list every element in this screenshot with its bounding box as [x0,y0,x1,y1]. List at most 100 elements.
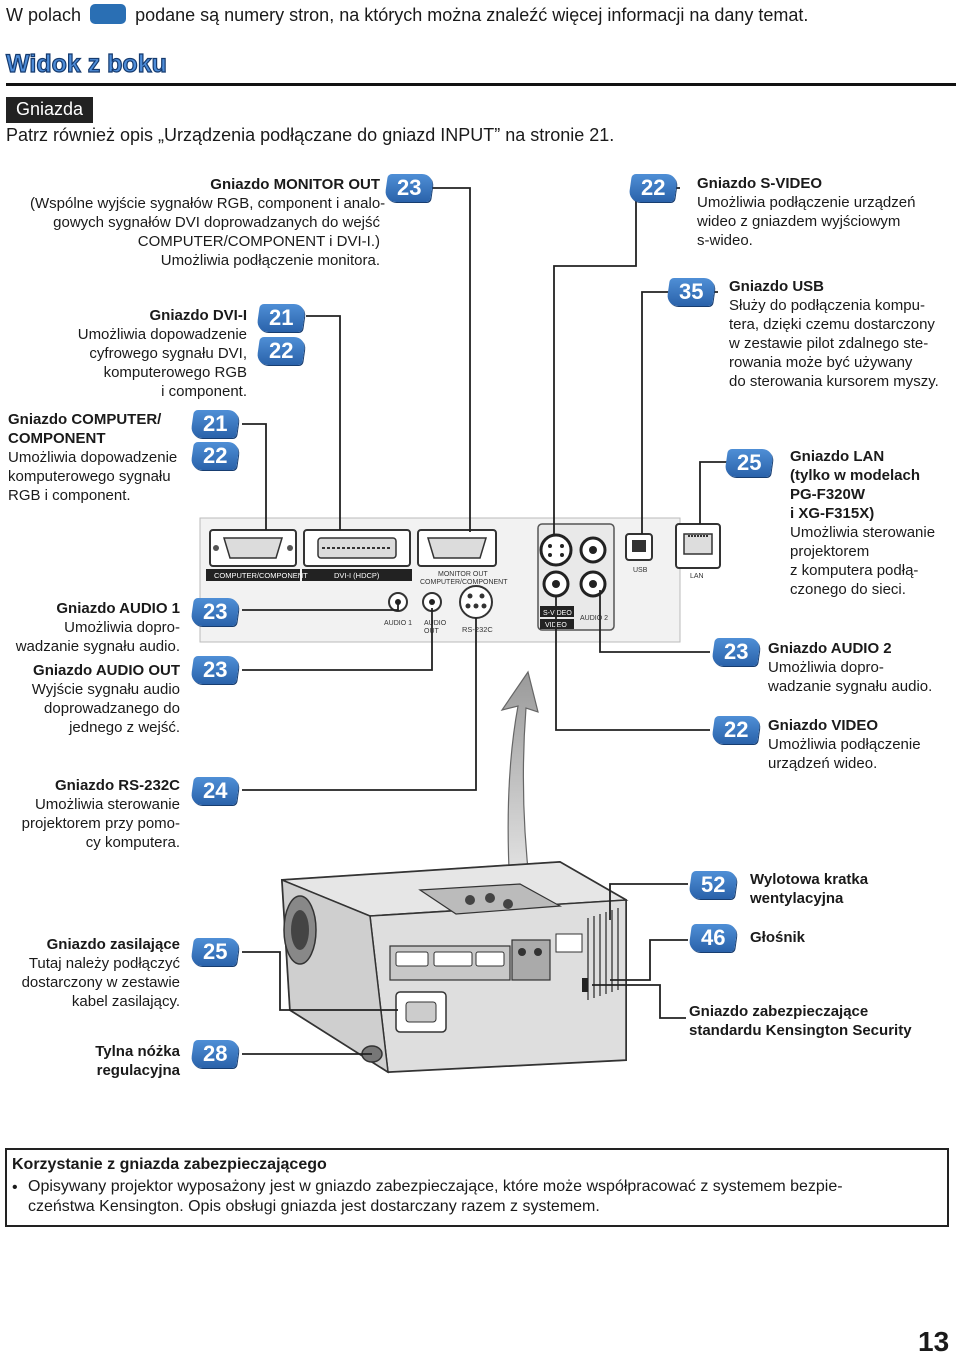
label-usb-line: tera, dzięki czemu dostarczony [729,316,935,333]
label-vent-title: Wylotowa kratka [750,871,869,888]
panel-label-audio1: AUDIO 1 [384,620,412,627]
label-lan-title: i XG-F315X) [790,505,875,522]
label-audio2-line: Umożliwia dopro- [768,659,884,676]
label-lan-line: Umożliwia sterowanie [790,524,936,541]
label-audio1-line: wadzanie sygnału audio. [15,638,180,655]
page-badge-monitor-out: 23 [384,174,434,202]
svideo-port [539,533,573,567]
page-number: 13 [918,1326,950,1357]
label-video-line: urządzeń wideo. [768,755,878,772]
label-audio2: Gniazdo AUDIO 2 Umożliwia dopro- wadzani… [768,639,953,696]
label-power-title: Gniazdo zasilające [46,936,180,953]
label-usb-line: Służy do podłączenia kompu- [729,297,925,314]
label-computer-component: Gniazdo COMPUTER/ COMPONENT Umożliwia do… [8,410,188,505]
page-badge-audio2: 23 [711,638,761,666]
label-svideo-line: s-wideo. [697,232,753,249]
label-audio-out-line: doprowadzanego do [44,700,180,717]
label-audio-out: Gniazdo AUDIO OUT Wyjście sygnału audio … [10,661,180,737]
label-speaker-title: Głośnik [750,929,806,946]
label-video-title: Gniazdo VIDEO [768,717,879,734]
section-title: Widok z boku [5,49,167,78]
panel-label-dvi: DVI-I (HDCP) [334,571,380,580]
label-lan-line: czonego do sieci. [790,581,906,598]
see-also-text: Patrz również opis „Urządzenia podłączan… [6,125,615,145]
note-box [5,1148,949,1227]
label-lan-title: Gniazdo LAN [790,448,885,465]
label-computer-component-title: COMPONENT [8,430,106,447]
label-dvi-i: Gniazdo DVI-I Umożliwia dopowadzenie cyf… [40,306,247,401]
label-usb-line: do sterowania kursorem myszy. [729,373,939,390]
label-lan-line: z komputera podłą- [790,562,919,579]
label-rs232c-line: cy komputera. [85,834,180,851]
label-svideo-line: wideo z gniazdem wyjściowym [697,213,901,230]
page-badge-dvi-i-1: 21 [256,304,306,332]
bullet-icon: • [12,1179,18,1196]
intro-text-after: podane są numery stron, na których można… [135,5,809,25]
label-power-line: Tutaj należy podłączyć [28,955,180,972]
label-power-line: kabel zasilający. [71,993,180,1010]
page-badge-speaker: 46 [688,924,738,952]
label-video-line: Umożliwia podłączenie [768,736,921,753]
label-rs232c-line: Umożliwia sterowanie [34,796,180,813]
label-audio1-line: Umożliwia dopro- [64,619,180,636]
label-svideo-title: Gniazdo S-VIDEO [697,175,823,192]
panel-label-monitor-1: MONITOR OUT [438,571,488,578]
section-divider [6,83,956,86]
label-lan: Gniazdo LAN (tylko w modelach PG-F320W i… [790,447,955,599]
label-dvi-i-title: Gniazdo DVI-I [149,307,248,324]
note-line: Opisywany projektor wyposażony jest w gn… [28,1178,843,1195]
label-computer-component-line: RGB i component. [8,487,131,504]
page-badge-lan: 25 [724,449,774,477]
label-usb: Gniazdo USB Służy do podłączenia kompu- … [729,277,954,391]
subsection-badge: Gniazda [6,97,94,123]
panel-label-lan: LAN [690,573,704,580]
note-title: Korzystanie z gniazda zabezpieczającego [12,1156,327,1173]
label-svideo: Gniazdo S-VIDEO Umożliwia podłączenie ur… [697,174,947,250]
label-foot-title: Tylna nóżka [95,1043,180,1060]
label-svideo-line: Umożliwia podłączenie urządzeń [697,194,916,211]
page-badge-video: 22 [711,716,761,744]
label-dvi-i-line: cyfrowego sygnału DVI, [89,345,247,362]
label-speaker: Głośnik [750,928,950,947]
page-badge-audio1: 23 [190,598,240,626]
label-monitor-out-title: Gniazdo MONITOR OUT [210,176,380,193]
panel-label-svideo: S-VIDEO [543,610,572,617]
label-computer-component-line: komputerowego sygnału [8,468,171,485]
label-usb-line: w zestawie pilot zdalnego ste- [729,335,929,352]
page-badge-computer-1: 21 [190,410,240,438]
panel-label-computer: COMPUTER/COMPONENT [214,571,308,580]
label-monitor-out-line: (Wspólne wyjście sygnałów RGB, component… [30,195,386,212]
label-monitor-out-line: COMPUTER/COMPONENT i DVI-I.) [137,233,380,250]
projector-illustration: COMPUTER/COMPONENT DVI-I (HDCP) MONITOR … [199,187,770,1074]
label-foot-title: regulacyjna [96,1062,180,1079]
panel-label-audio2: AUDIO 2 [580,615,608,622]
rs232c-port [459,585,493,619]
label-usb-line: rowania może być używany [729,354,913,371]
label-monitor-out-line: Umożliwia podłączenie monitora. [160,252,380,269]
page-badge-svideo: 22 [628,174,678,202]
page-badge-computer-2: 22 [190,442,240,470]
label-foot: Tylna nóżka regulacyjna [10,1042,180,1080]
label-power: Gniazdo zasilające Tutaj należy podłączy… [10,935,180,1011]
label-audio1-title: Gniazdo AUDIO 1 [56,600,180,617]
label-audio2-line: wadzanie sygnału audio. [768,678,933,695]
label-kensington-title: standardu Kensington Security [689,1022,912,1039]
label-rs232c: Gniazdo RS-232C Umożliwia sterowanie pro… [10,776,180,852]
page-badge-power: 25 [190,938,240,966]
page-badge-vent: 52 [688,871,738,899]
label-computer-component-line: Umożliwia dopowadzenie [8,449,178,466]
label-kensington: Gniazdo zabezpieczające standardu Kensin… [689,1002,954,1040]
label-computer-component-title: Gniazdo COMPUTER/ [8,411,162,428]
page-badge-rs232c: 24 [190,777,240,805]
panel-label-monitor-2: COMPUTER/COMPONENT [420,579,508,586]
label-audio2-title: Gniazdo AUDIO 2 [768,640,892,657]
page-badge-dvi-i-2: 22 [256,337,306,365]
label-monitor-out-line: gowych sygnałów DVI doprowadzanych do we… [53,214,380,231]
panel-label-usb: USB [633,567,648,574]
label-dvi-i-line: Umożliwia dopowadzenie [77,326,247,343]
label-lan-title: PG-F320W [790,486,866,503]
label-video: Gniazdo VIDEO Umożliwia podłączenie urzą… [768,716,953,773]
label-dvi-i-line: i component. [161,383,247,400]
label-usb-title: Gniazdo USB [729,278,825,295]
label-rs232c-title: Gniazdo RS-232C [54,777,180,794]
